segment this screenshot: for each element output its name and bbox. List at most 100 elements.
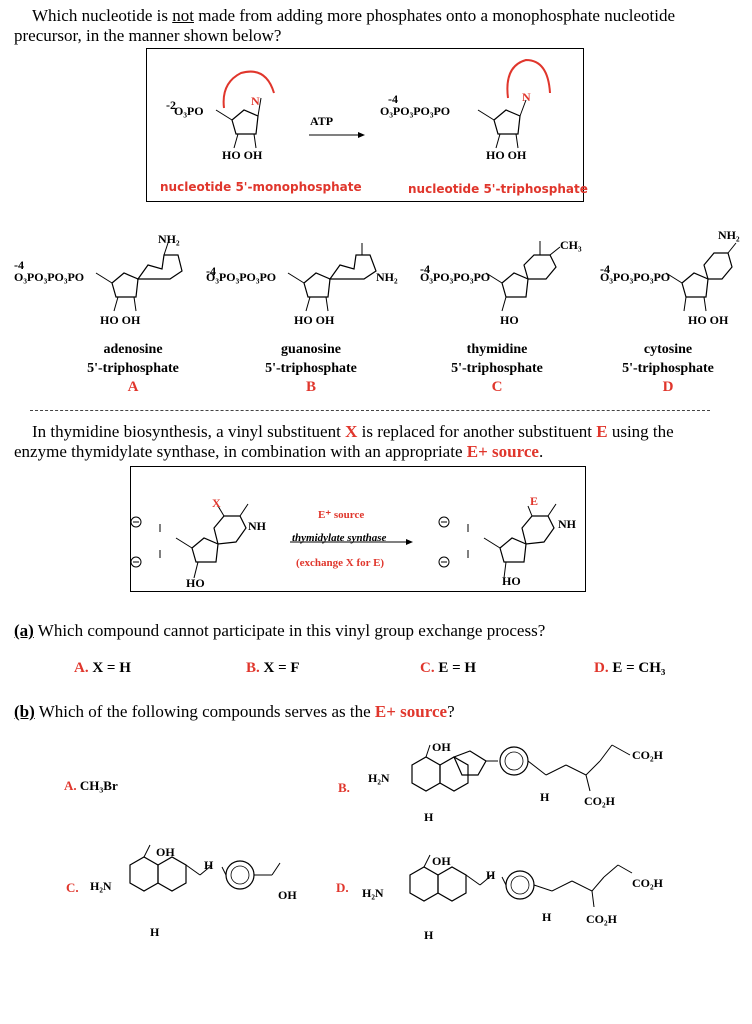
nuc-a-letter: A: [127, 379, 139, 395]
mono-charge: -2: [166, 98, 176, 112]
nuc-b-amine: NH₂: [376, 270, 398, 284]
scheme1-drawing: [215, 58, 551, 149]
thy-e: E: [596, 422, 608, 441]
tri-group: O₃PO₃PO₃PO: [380, 104, 451, 118]
part-b-option-d-letter[interactable]: D.: [336, 880, 349, 895]
nuc-d-group: O₃PO₃PO₃PO: [600, 270, 671, 284]
arrow-top-label: E⁺ source: [318, 509, 365, 521]
b-co2h-bottom: CO₂H: [584, 794, 615, 808]
nuc-d-amine: NH₂: [718, 228, 740, 242]
d-oh: OH: [432, 854, 451, 868]
nuc-d-name: cytosine: [643, 342, 693, 357]
nuc-a-name: adenosine: [103, 342, 163, 357]
nuc-d-charge: -4: [600, 262, 610, 276]
mono-group: O₃PO: [174, 104, 204, 118]
nucleotides-drawing: [95, 241, 737, 312]
thy-text-5: .: [538, 442, 544, 461]
nuc-d-sub: 5'-triphosphate: [622, 361, 714, 376]
nuc-c-sub: 5'-triphosphate: [451, 361, 543, 376]
d-h2n: H₂N: [362, 886, 384, 900]
b-opt-a-letter: A.: [64, 778, 77, 793]
opt-d-value: E = CH₃: [612, 660, 666, 676]
part-b-option-b-letter[interactable]: B.: [338, 780, 350, 795]
part-a-question: (a) Which compound cannot participate in…: [14, 621, 545, 641]
d-h-top: H: [486, 868, 496, 882]
nuc-a-sugar: HO OH: [100, 313, 141, 327]
thymidine-paragraph: In thymidine biosynthesis, a vinyl subst…: [14, 422, 744, 462]
scheme2-nh-right: NH: [558, 517, 576, 531]
part-b-end: ?: [447, 702, 455, 721]
scheme2-drawing: [130, 503, 557, 579]
arrow-label-atp: ATP: [310, 114, 334, 128]
tri-n: N: [522, 90, 531, 104]
part-b-structures: [129, 744, 633, 908]
intro-line2: precursor, in the manner shown below?: [14, 26, 282, 45]
nuc-c-letter: C: [491, 379, 503, 395]
part-b-label: (b): [14, 702, 35, 721]
opt-c-value: E = H: [438, 660, 477, 676]
nuc-b-charge: -4: [206, 264, 216, 278]
nuc-d-letter: D: [662, 379, 674, 395]
part-b-text: Which of the following compounds serves …: [34, 702, 375, 721]
opt-b-letter: B.: [246, 660, 260, 676]
dashed-separator: [30, 410, 710, 411]
c-h-top: H: [204, 858, 214, 872]
part-a-option-c[interactable]: C. E = H: [420, 660, 476, 677]
nuc-a-amine: NH₂: [158, 232, 180, 246]
nuc-c-group: O₃PO₃PO₃PO: [420, 270, 491, 284]
thy-x: X: [345, 422, 358, 441]
nuc-c-label: thymidine 5'-triphosphate C: [432, 340, 562, 397]
thy-esource: E+ source: [466, 442, 539, 461]
thy-text-1: In thymidine biosynthesis, a vinyl subst…: [32, 422, 346, 441]
nuc-a-charge: -4: [14, 258, 24, 272]
thy-text-3: using the: [607, 422, 674, 441]
part-b-esource: E+ source: [374, 702, 448, 721]
nuc-a-group: O₃PO₃PO₃PO: [14, 270, 85, 284]
b-co2h-top: CO₂H: [632, 748, 663, 762]
nuc-d-label: cytosine 5'-triphosphate D: [598, 340, 738, 397]
scheme2-box: [130, 466, 586, 592]
c-oh-acid: OH: [278, 888, 297, 902]
scheme2-ho-left: HO: [186, 576, 205, 590]
tri-hooh: HO OH: [486, 148, 527, 162]
nuc-b-sub: 5'-triphosphate: [265, 361, 357, 376]
thy-text-2: is replaced for another substituent: [357, 422, 597, 441]
c-oh: OH: [156, 845, 175, 859]
scheme2-x: X: [212, 496, 221, 510]
intro-text-2: made from adding more phosphates onto a …: [193, 6, 676, 25]
b-h-amide: H: [540, 790, 550, 804]
d-co2h-bottom: CO₂H: [586, 912, 617, 926]
part-b-question: (b) Which of the following compounds ser…: [14, 702, 455, 722]
intro-not: not: [172, 6, 194, 25]
tri-charge: -4: [388, 92, 398, 106]
mono-caption: nucleotide 5'-monophosphate: [160, 180, 362, 194]
scheme2-e: E: [530, 494, 539, 508]
part-a-label: (a): [14, 621, 34, 640]
nuc-a-label: adenosine 5'-triphosphate A: [68, 340, 198, 397]
d-h-amide: H: [542, 910, 552, 924]
b-opt-a-formula: CH₃Br: [79, 778, 118, 793]
nuc-b-name: guanosine: [281, 342, 341, 357]
question-intro: Which nucleotide is not made from adding…: [14, 6, 744, 46]
nuc-b-group: O₃PO₃PO₃PO: [206, 270, 277, 284]
part-b-option-c-letter[interactable]: C.: [66, 880, 79, 895]
b-oh: OH: [432, 740, 451, 754]
opt-c-letter: C.: [420, 660, 435, 676]
part-a-option-d[interactable]: D. E = CH₃: [594, 660, 665, 677]
nuc-c-sugar: HO: [500, 313, 519, 327]
tri-caption: nucleotide 5'-triphosphate: [408, 182, 588, 196]
part-a-option-b[interactable]: B. X = F: [246, 660, 300, 677]
nuc-b-sugar: HO OH: [294, 313, 335, 327]
opt-a-letter: A.: [74, 660, 89, 676]
nuc-b-label: guanosine 5'-triphosphate B: [246, 340, 376, 397]
c-h2n: H₂N: [90, 879, 112, 893]
b-h2n: H₂N: [368, 771, 390, 785]
arrow-bot-label: (exchange X for E): [296, 557, 385, 569]
thy-text-4: enzyme thymidylate synthase, in combinat…: [14, 442, 467, 461]
part-a-option-a[interactable]: A. X = H: [74, 660, 131, 677]
scheme2-ho-right: HO: [502, 574, 521, 588]
part-a-text: Which compound cannot participate in thi…: [33, 621, 546, 640]
intro-text: Which nucleotide is: [32, 6, 173, 25]
opt-a-value: X = H: [92, 660, 131, 676]
part-b-option-a[interactable]: A. CH₃Br: [64, 778, 118, 794]
